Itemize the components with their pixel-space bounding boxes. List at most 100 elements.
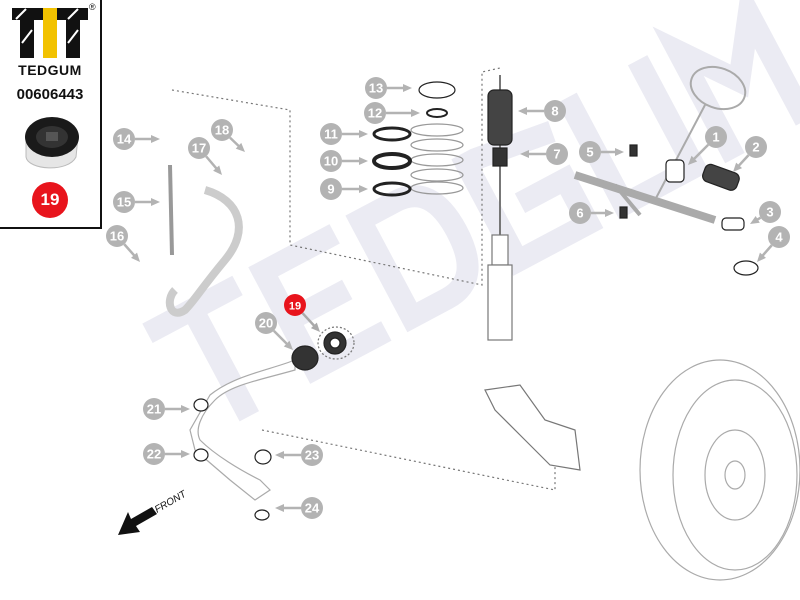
steering-assembly bbox=[573, 65, 747, 224]
callout-number: 4 bbox=[775, 230, 783, 245]
part-number: 00606443 bbox=[16, 86, 84, 103]
callout-number: 20 bbox=[259, 316, 273, 331]
bushing-product-image bbox=[25, 117, 79, 169]
arrowhead-icon bbox=[615, 148, 624, 156]
position-badge: 19 bbox=[32, 182, 68, 218]
brand-name: TEDGUM bbox=[18, 62, 82, 78]
callout-10: 10 bbox=[320, 150, 368, 172]
callout-circle bbox=[106, 225, 128, 247]
arrowhead-icon bbox=[131, 252, 140, 262]
callout-circle bbox=[143, 443, 165, 465]
front-direction-indicator: FRONT bbox=[118, 488, 189, 535]
callout-arrow-line bbox=[691, 143, 710, 162]
callout-circle bbox=[705, 126, 727, 148]
callout-number: 14 bbox=[117, 132, 132, 147]
arrowhead-icon bbox=[750, 215, 760, 224]
callout-circle bbox=[211, 119, 233, 141]
callout-number: 6 bbox=[576, 206, 583, 221]
callout-9: 9 bbox=[320, 178, 368, 200]
registered-mark: ® bbox=[89, 2, 96, 12]
callout-18: 18 bbox=[211, 119, 245, 152]
callout-circle bbox=[301, 497, 323, 519]
callout-circle bbox=[569, 202, 591, 224]
arrowhead-icon bbox=[359, 157, 368, 165]
callout-number: 1 bbox=[712, 130, 719, 145]
callout-circle bbox=[143, 398, 165, 420]
callout-number: 5 bbox=[586, 145, 593, 160]
callout-1: 1 bbox=[688, 126, 727, 165]
stabilizer-bar bbox=[165, 186, 243, 317]
bearing-parts bbox=[372, 81, 456, 197]
callout-number: 13 bbox=[369, 81, 383, 96]
stabilizer-link bbox=[168, 164, 174, 256]
callout-number: 17 bbox=[192, 141, 206, 156]
callout-number: 18 bbox=[215, 123, 229, 138]
callout-circle bbox=[255, 312, 277, 334]
arrowhead-icon bbox=[359, 130, 368, 138]
arrowhead-icon bbox=[411, 109, 420, 117]
arm-bushings bbox=[193, 326, 355, 521]
arrowhead-icon bbox=[733, 162, 743, 172]
wheel-tire bbox=[639, 359, 800, 581]
callout-8: 8 bbox=[518, 100, 566, 122]
callout-circle bbox=[113, 128, 135, 150]
arrowhead-icon bbox=[518, 107, 527, 115]
callout-circle bbox=[759, 201, 781, 223]
front-label: FRONT bbox=[153, 488, 189, 515]
callout-number: 10 bbox=[324, 154, 338, 169]
group-outline-strut bbox=[171, 67, 501, 286]
arrowhead-icon bbox=[213, 165, 222, 175]
arrowhead-icon bbox=[151, 135, 160, 143]
callout-arrow-line bbox=[205, 155, 220, 172]
callout-circle bbox=[768, 226, 790, 248]
strut bbox=[484, 75, 581, 471]
callout-number: 19 bbox=[289, 301, 301, 313]
callout-number: 3 bbox=[766, 205, 773, 220]
callout-circle bbox=[364, 102, 386, 124]
callout-13: 13 bbox=[365, 77, 412, 99]
callout-circle bbox=[301, 444, 323, 466]
callout-number: 7 bbox=[553, 147, 560, 162]
callout-number: 16 bbox=[110, 229, 124, 244]
callout-number: 21 bbox=[147, 402, 161, 417]
callout-number: 22 bbox=[147, 447, 161, 462]
callout-21: 21 bbox=[143, 398, 190, 420]
callout-3: 3 bbox=[750, 201, 781, 224]
arrowhead-icon bbox=[359, 185, 368, 193]
callout-22: 22 bbox=[143, 443, 190, 465]
callout-20: 20 bbox=[255, 312, 293, 350]
callout-circle bbox=[113, 191, 135, 213]
arrowhead-icon bbox=[151, 198, 160, 206]
callout-23: 23 bbox=[275, 444, 323, 466]
callout-16: 16 bbox=[106, 225, 140, 262]
arrowhead-icon bbox=[235, 142, 245, 152]
callout-number: 12 bbox=[368, 106, 382, 121]
callout-circle bbox=[745, 136, 767, 158]
callout-17: 17 bbox=[188, 137, 222, 175]
callout-circle bbox=[284, 294, 306, 316]
callout-14: 14 bbox=[113, 128, 160, 150]
callout-number: 9 bbox=[327, 182, 334, 197]
callout-number: 2 bbox=[752, 140, 759, 155]
arrowhead-icon bbox=[181, 405, 190, 413]
tedgum-logo bbox=[12, 8, 88, 58]
callout-circle bbox=[365, 77, 387, 99]
callout-circle bbox=[579, 141, 601, 163]
front-arrow-icon bbox=[118, 507, 157, 535]
arrowhead-icon bbox=[181, 450, 190, 458]
callout-6: 6 bbox=[569, 202, 614, 224]
arrowhead-icon bbox=[520, 150, 529, 158]
callout-number: 24 bbox=[305, 501, 320, 516]
product-info-panel: ® TEDGUM 00606443 19 bbox=[0, 0, 102, 229]
callout-7: 7 bbox=[520, 143, 568, 165]
callout-circle bbox=[320, 150, 342, 172]
callout-circle bbox=[544, 100, 566, 122]
callout-5: 5 bbox=[579, 141, 624, 163]
arrowhead-icon bbox=[605, 209, 614, 217]
arrowhead-icon bbox=[283, 340, 293, 350]
arrowhead-icon bbox=[403, 84, 412, 92]
callout-number: 23 bbox=[305, 448, 319, 463]
callout-4: 4 bbox=[757, 226, 790, 262]
